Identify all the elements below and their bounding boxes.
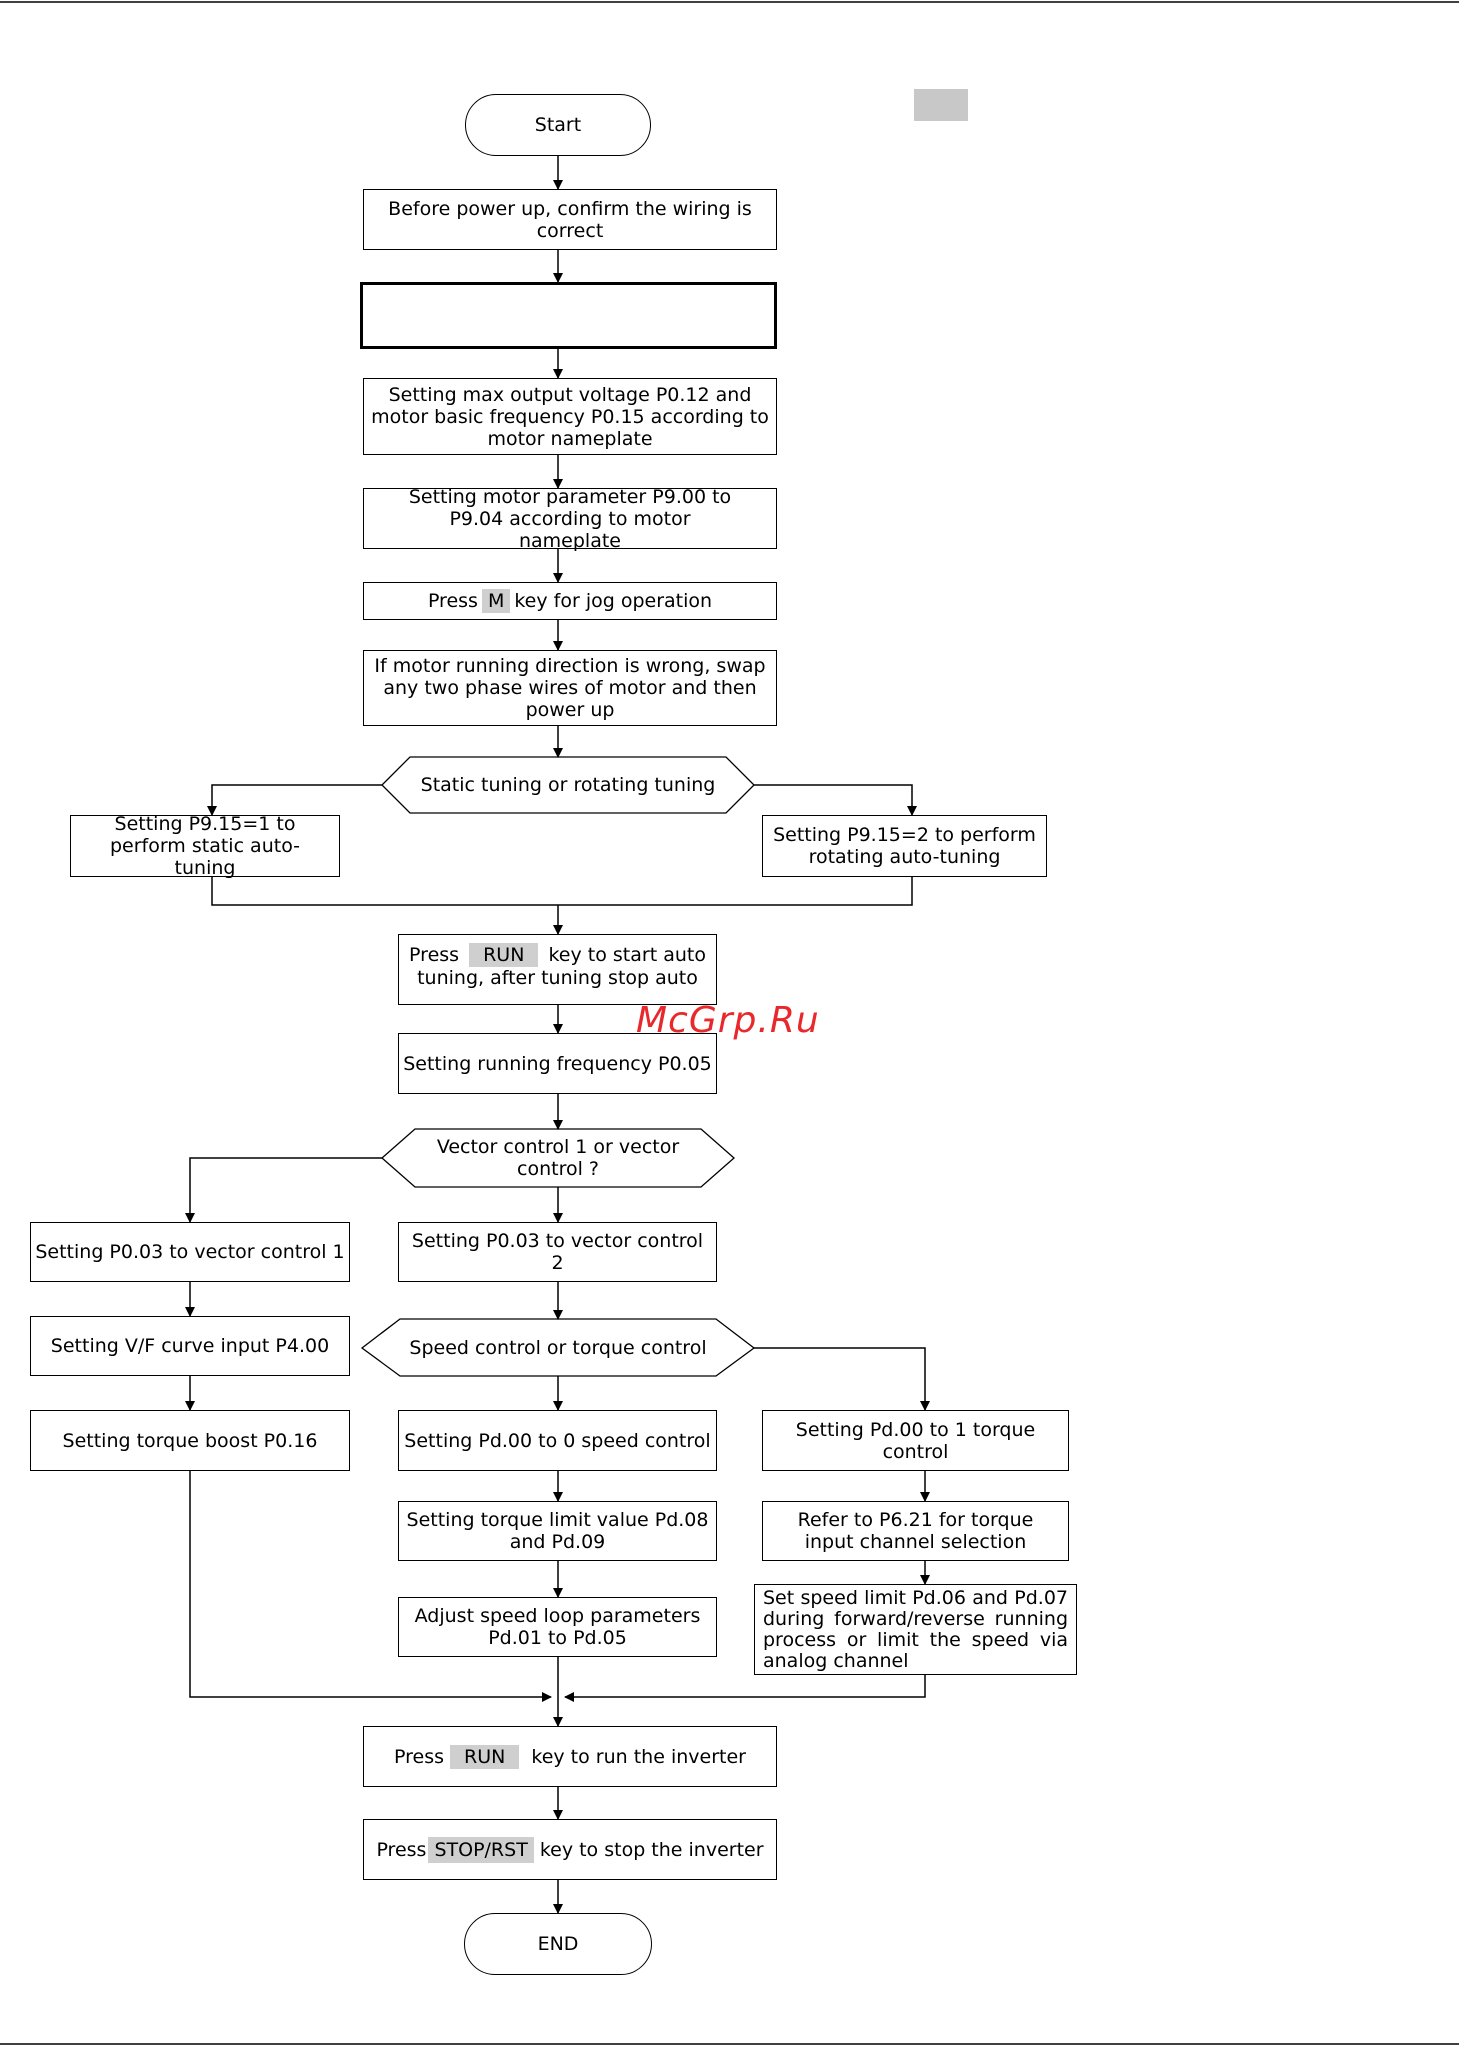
speed-control-label: Setting Pd.00 to 0 speed control bbox=[404, 1429, 711, 1452]
autotune-step: Press RUN key to start auto tuning, afte… bbox=[398, 934, 717, 1005]
max-voltage-label: Setting max output voltage P0.12 and mot… bbox=[371, 383, 769, 450]
run-inverter-suffix-label: key to run the inverter bbox=[531, 1745, 746, 1768]
torque-boost-step: Setting torque boost P0.16 bbox=[30, 1410, 350, 1471]
speed-control-step: Setting Pd.00 to 0 speed control bbox=[398, 1410, 717, 1471]
gray-placeholder-block bbox=[914, 89, 968, 121]
static-tuning-label: Setting P9.15=1 to perform static auto-t… bbox=[109, 813, 301, 879]
speed-loop-step: Adjust speed loop parameters Pd.01 to Pd… bbox=[398, 1597, 717, 1657]
run-key-badge: RUN bbox=[450, 1744, 520, 1769]
arrow-tuning-static bbox=[207, 784, 382, 816]
direction-step: If motor running direction is wrong, swa… bbox=[363, 650, 777, 726]
torque-limit-label: Setting torque limit value Pd.08 and Pd.… bbox=[406, 1509, 709, 1553]
stop-inverter-suffix-label: key to stop the inverter bbox=[539, 1838, 764, 1861]
line-rotating-merge bbox=[558, 877, 913, 906]
torque-limit-step: Setting torque limit value Pd.08 and Pd.… bbox=[398, 1501, 717, 1561]
vf-curve-label: Setting V/F curve input P4.00 bbox=[50, 1335, 330, 1357]
torque-channel-label: Refer to P6.21 for torque input channel … bbox=[797, 1509, 1034, 1553]
running-frequency-label: Setting running frequency P0.05 bbox=[403, 1052, 712, 1075]
tuning-decision: Static tuning or rotating tuning bbox=[410, 757, 726, 813]
motor-parameter-label: Setting motor parameter P9.00 to P9.04 a… bbox=[408, 485, 732, 552]
rotating-tuning-step: Setting P9.15=2 to perform rotating auto… bbox=[762, 815, 1047, 877]
confirm-wiring-label: Before power up, confirm the wiring is c… bbox=[388, 197, 752, 242]
run-inverter-press-label: Press bbox=[394, 1745, 445, 1768]
decision-tuning-shape bbox=[381, 756, 755, 814]
max-voltage-step: Setting max output voltage P0.12 and mot… bbox=[363, 378, 777, 455]
arrow-tuning-rotating bbox=[754, 784, 917, 816]
jog-press-label: Press bbox=[427, 590, 478, 612]
stop-inverter-step: Press STOP/RST key to stop the inverter bbox=[363, 1819, 777, 1880]
motor-parameter-step: Setting motor parameter P9.00 to P9.04 a… bbox=[363, 485, 777, 552]
vector-decision: Vector control 1 or vector control ? bbox=[420, 1129, 696, 1187]
speed-torque-decision-label: Speed control or torque control bbox=[409, 1336, 707, 1359]
torque-control-label: Setting Pd.00 to 1 torque control bbox=[795, 1418, 1036, 1463]
run-key-badge-autotune: RUN bbox=[469, 943, 539, 967]
torque-control-step: Setting Pd.00 to 1 torque control bbox=[762, 1410, 1069, 1471]
jog-step: Press M key for jog operation bbox=[363, 582, 777, 620]
end-label: END bbox=[537, 1933, 579, 1955]
vector-control-1-step: Setting P0.03 to vector control 1 bbox=[30, 1222, 350, 1282]
arrow-boost-join bbox=[189, 1471, 552, 1702]
line-static-merge bbox=[211, 877, 558, 906]
m-key-badge: M bbox=[481, 589, 511, 613]
stop-rst-key-badge: STOP/RST bbox=[428, 1836, 534, 1863]
vf-curve-step: Setting V/F curve input P4.00 bbox=[30, 1316, 350, 1376]
speed-limit-label: Set speed limit Pd.06 and Pd.07 during f… bbox=[763, 1586, 1068, 1672]
watermark-text: McGrp.Ru bbox=[636, 1000, 820, 1041]
autotune-press-label: Press bbox=[409, 944, 460, 966]
confirm-wiring-step: Before power up, confirm the wiring is c… bbox=[363, 189, 777, 250]
torque-boost-label: Setting torque boost P0.16 bbox=[62, 1429, 318, 1452]
decision-vector-shape bbox=[381, 1128, 735, 1188]
arrow-vector-vc1 bbox=[185, 1157, 382, 1223]
vector-control-1-label: Setting P0.03 to vector control 1 bbox=[35, 1241, 345, 1263]
start-label: Start bbox=[534, 114, 582, 136]
running-frequency-step: Setting running frequency P0.05 bbox=[398, 1033, 717, 1094]
arrow-speedlimit-join bbox=[564, 1675, 926, 1702]
arrow-speedtorque-torque bbox=[754, 1347, 930, 1411]
jog-suffix-label: key for jog operation bbox=[514, 590, 713, 612]
start-terminal: Start bbox=[465, 94, 651, 156]
blank-step bbox=[360, 282, 777, 349]
torque-channel-step: Refer to P6.21 for torque input channel … bbox=[762, 1501, 1069, 1561]
decision-speedtorque-shape bbox=[360, 1318, 756, 1377]
vector-decision-label: Vector control 1 or vector control ? bbox=[436, 1136, 680, 1180]
speed-torque-decision: Speed control or torque control bbox=[400, 1319, 716, 1376]
vector-control-2-label: Setting P0.03 to vector control 2 bbox=[411, 1230, 704, 1274]
direction-label: If motor running direction is wrong, swa… bbox=[374, 655, 766, 721]
stop-inverter-press-label: Press bbox=[376, 1838, 427, 1861]
rotating-tuning-label: Setting P9.15=2 to perform rotating auto… bbox=[773, 824, 1036, 868]
autotune-suffix-label: key to start auto tuning, after tuning s… bbox=[417, 944, 706, 989]
vector-control-2-step: Setting P0.03 to vector control 2 bbox=[398, 1222, 717, 1282]
run-inverter-step: Press RUN key to run the inverter bbox=[363, 1726, 777, 1787]
end-terminal: END bbox=[464, 1913, 652, 1975]
speed-limit-step: Set speed limit Pd.06 and Pd.07 during f… bbox=[754, 1584, 1077, 1675]
tuning-decision-label: Static tuning or rotating tuning bbox=[420, 774, 716, 796]
static-tuning-step: Setting P9.15=1 to perform static auto-t… bbox=[70, 813, 340, 879]
speed-loop-label: Adjust speed loop parameters Pd.01 to Pd… bbox=[414, 1605, 701, 1649]
